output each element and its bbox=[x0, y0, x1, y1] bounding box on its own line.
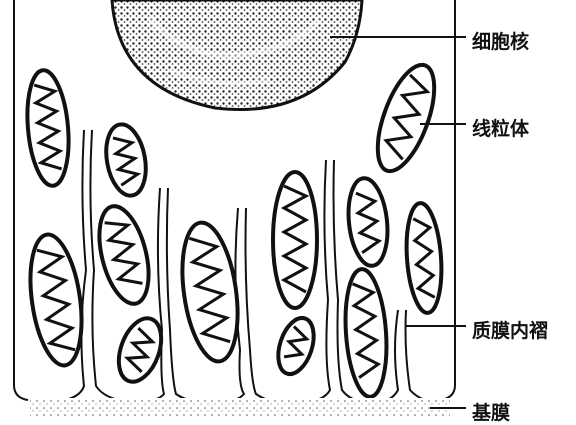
mitochondrion bbox=[23, 231, 89, 368]
mitochondrion bbox=[366, 58, 446, 178]
mitochondrion bbox=[342, 268, 391, 398]
mitochondrion bbox=[91, 201, 158, 309]
mitochondrion bbox=[273, 172, 317, 308]
basement-membrane bbox=[30, 398, 450, 416]
mitochondrion bbox=[272, 313, 320, 378]
mitochondrion bbox=[403, 202, 445, 314]
mitochondrion bbox=[175, 219, 246, 365]
mitochondrion bbox=[101, 121, 151, 199]
nucleus bbox=[112, 0, 362, 110]
mitochondrion bbox=[23, 68, 73, 187]
label-nucleus: 细胞核 bbox=[472, 27, 529, 54]
cell-left-wall bbox=[14, 0, 28, 400]
label-mitochondrion: 线粒体 bbox=[472, 114, 529, 141]
cell-right-wall bbox=[440, 0, 455, 400]
label-membrane-infolding: 质膜内褶 bbox=[472, 316, 548, 343]
mitochondrion bbox=[345, 176, 392, 267]
